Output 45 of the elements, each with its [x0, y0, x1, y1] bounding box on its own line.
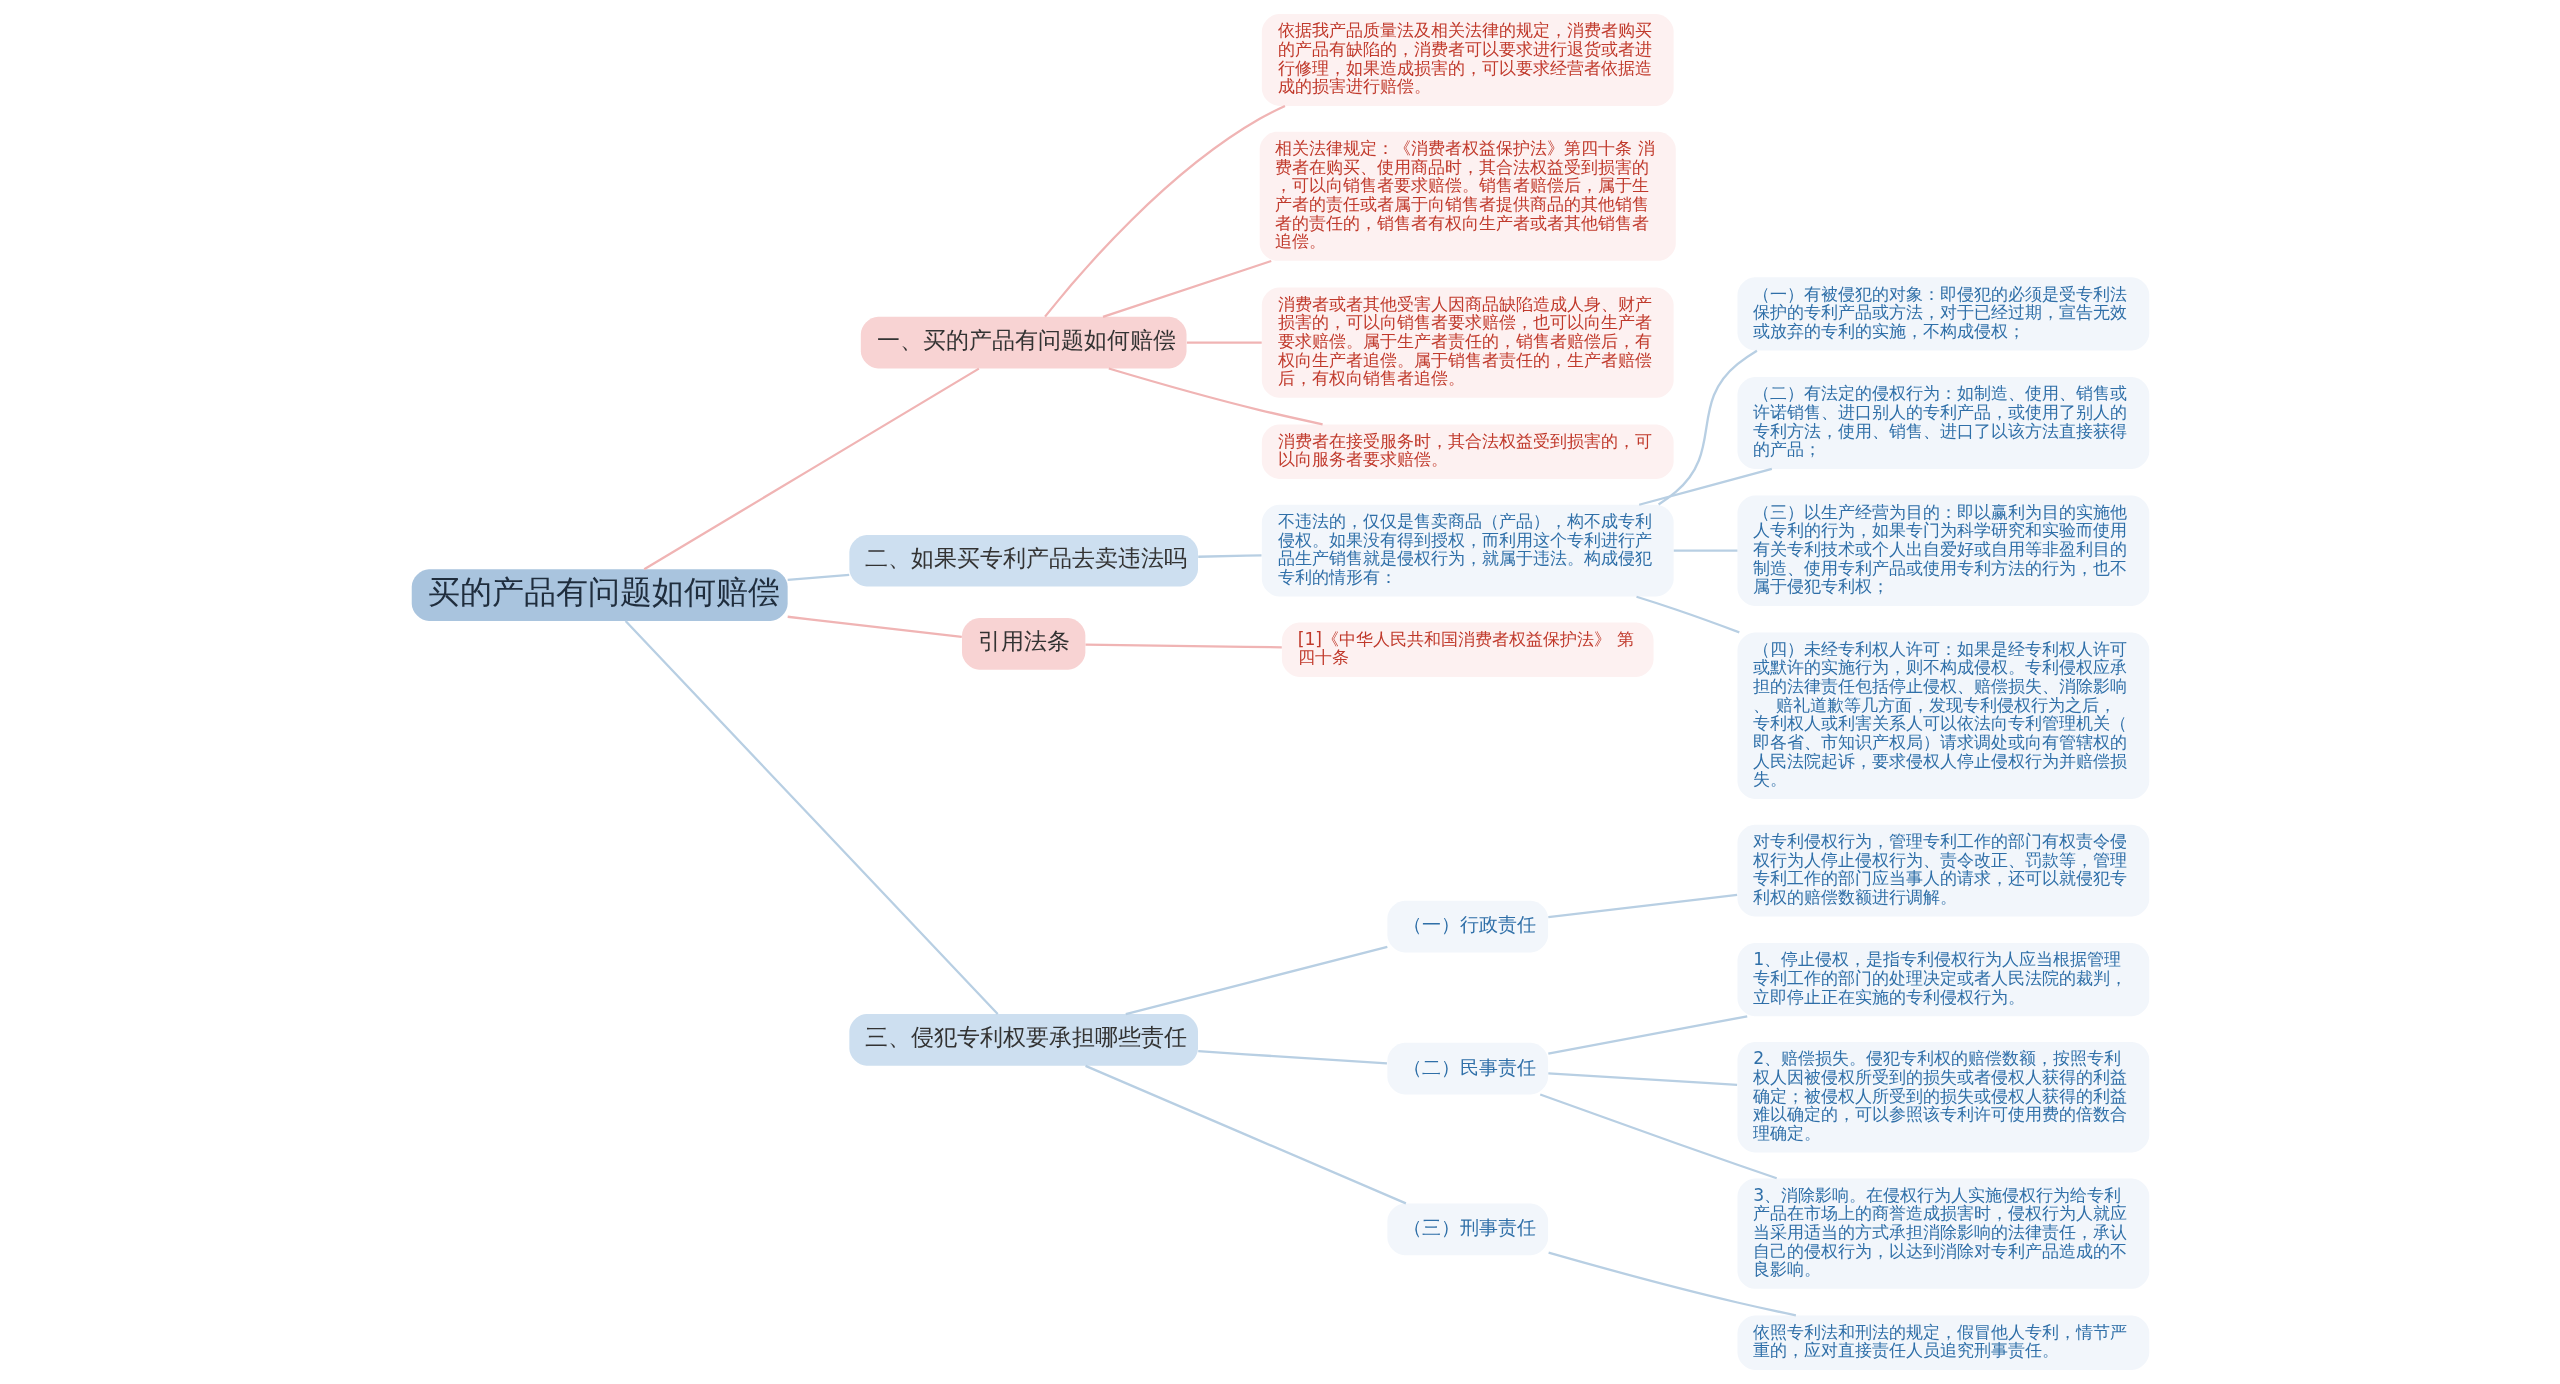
node-box: 2、赔偿损失。侵犯专利权的赔偿数额，按照专利权人因被侵权所受到的损失或者侵权人获得的利益确定；被侵权人所受到的损失或侵权人获得的利益难以确定的，可以参照该专利许可使用费的倍数合理确定。 [1737, 1042, 2149, 1153]
connector [1638, 467, 1772, 506]
node-box: （三）以生产经营为目的：即以赢利为目的实施他人专利的行为，如果专门为科学研究和实验而使用有关专利技术或个人出自爱好或自用等非盈利目的制造、使用专利产品或使用专利方法的行为，也不属于侵犯专利权； [1737, 495, 2149, 606]
connector [1197, 554, 1261, 558]
node-box: 买的产品有问题如何赔偿 [411, 569, 788, 621]
node-box: 消费者在接受服务时，其合法权益受到损害的，可以向服务者要求赔偿。 [1261, 424, 1674, 479]
node-box: （一）行政责任 [1386, 900, 1548, 953]
node-box: 3、消除影响。在侵权行为人实施侵权行为给专利产品在市场上的商誉造成损害时，侵权行为人就应当采用适当的方式承担消除影响的法律责任，承认自己的侵权行为，以达到消除对专利产品造成的不良影响。 [1737, 1178, 2149, 1289]
node-box: （二）民事责任 [1386, 1042, 1548, 1095]
node-box: （一）有被侵犯的对象：即侵犯的必须是受专利法保护的专利产品或方法，对于已经过期，宣告无效或放弃的专利的实施，不构成侵权； [1737, 277, 2149, 351]
connector [1197, 1050, 1387, 1065]
node-box: 相关法律规定：《消费者权益保护法》第四十条 消费者在购买、使用商品时，其合法权益受到损害的，可以向销售者要求赔偿。销售者赔偿后，属于生产者的责任或者属于向销售者提供商品的其他销售者的责任的，销售者有权向生产者或者其他销售者追偿。 [1259, 131, 1676, 261]
connector [643, 367, 979, 571]
node-box: （三）刑事责任 [1386, 1203, 1548, 1256]
connector [787, 615, 962, 639]
node-box: 依照专利法和刑法的规定，假冒他人专利，情节严重的，应对直接责任人员追究刑事责任。 [1737, 1315, 2149, 1370]
node-box: （四）未经专利权人许可：如果是经专利权人许可或默许的实施行为，则不构成侵权。专利侵权应承担的法律责任包括停止侵权、赔偿损失、消除影响、 赔礼道歉等几方面，发现专利侵权行为之后，专利权人或利害关系人可以依法向专利管理机关（即各省、市知识产权局）请求调处或向有管辖权的人民法院起诉，要求侵权人停止侵权行为并赔偿损失。 [1737, 632, 2149, 799]
connector [1547, 1015, 1747, 1055]
connector [1539, 1093, 1777, 1180]
connector [1547, 893, 1737, 919]
connector [1084, 1064, 1406, 1205]
node-box: 消费者或者其他受害人因商品缺陷造成人身、财产损害的，可以向销售者要求赔偿，也可以向生产者要求赔偿。属于生产者责任的，销售者赔偿后，有权向生产者追偿。属于销售者责任的，生产者赔偿后，有权向销售者追偿。 [1261, 287, 1674, 398]
node-box: 一、买的产品有问题如何赔偿 [860, 316, 1186, 369]
node-box: 不违法的，仅仅是售卖商品（产品），构不成专利侵权。如果没有得到授权，而利用这个专利进行产品生产销售就是侵权行为，就属于违法。构成侵犯专利的情形有： [1261, 504, 1674, 597]
connector [1547, 1072, 1737, 1087]
node-box: 引用法条 [961, 618, 1085, 670]
connector [1673, 549, 1737, 552]
node-box: 依据我产品质量法及相关法律的规定，消费者购买的产品有缺陷的，消费者可以要求进行退货或者进行修理，如果造成损害的，可以要求经营者依据造成的损害进行赔偿。 [1261, 14, 1674, 106]
node-box: 1、停止侵权，是指专利侵权行为人应当根据管理专利工作的部门的处理决定或者人民法院的裁判，立即停止正在实施的专利侵权行为。 [1737, 943, 2149, 1017]
node-box: （二）有法定的侵权行为：如制造、使用、销售或许诺销售、进口别人的专利产品，或使用了别人的专利方法，使用、销售、进口了以该方法直接获得的产品； [1737, 377, 2149, 469]
connector [1186, 341, 1262, 344]
connector [1125, 945, 1388, 1016]
connector [1635, 595, 1740, 634]
node-box: 二、如果买专利产品去卖违法吗 [848, 534, 1198, 587]
connector [1657, 349, 1758, 506]
node-box: [1]《中华人民共和国消费者权益保护法》 第四十条 [1281, 622, 1654, 677]
connector [1043, 104, 1285, 318]
node-box: 三、侵犯专利权要承担哪些责任 [848, 1014, 1198, 1066]
connector [1085, 643, 1282, 649]
connector [624, 620, 999, 1015]
node-box: 对专利侵权行为，管理专利工作的部门有权责令侵权行为人停止侵权行为、责令改正、罚款等，管理专利工作的部门应当事人的请求，还可以就侵犯专利权的赔偿数额进行调解。 [1737, 824, 2149, 917]
connector [1102, 259, 1272, 318]
connector [1547, 1251, 1796, 1317]
connector [787, 573, 849, 582]
connector [1108, 367, 1323, 426]
